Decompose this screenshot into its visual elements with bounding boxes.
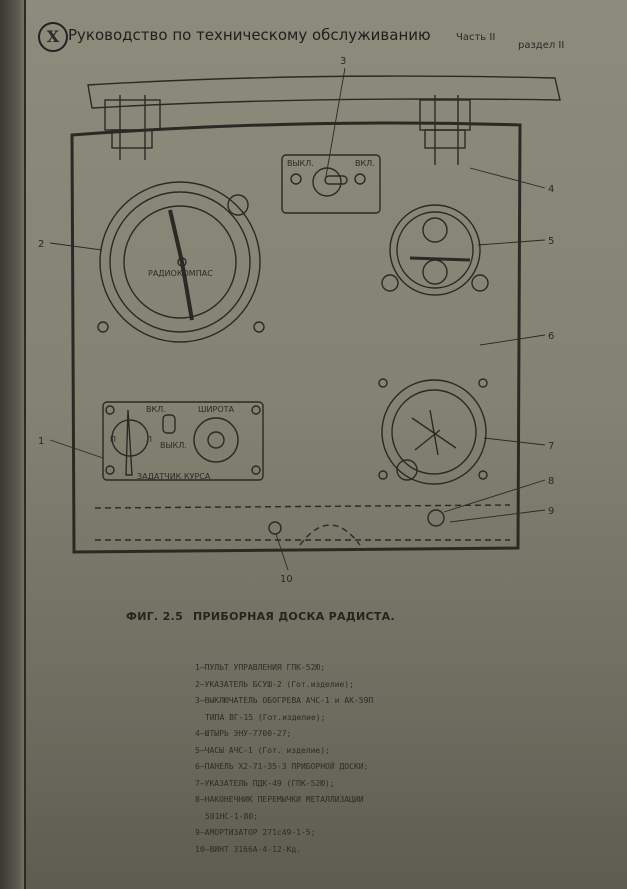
- shock-mount-top-right: [419, 95, 471, 165]
- panel-outline: [70, 121, 522, 554]
- callout-5: 5: [548, 236, 554, 247]
- binding-line: [24, 0, 26, 889]
- shock-mount-top-left: [104, 95, 161, 160]
- setter-left-mark: П: [110, 435, 116, 444]
- legend-item: 5–ЧАСЫ АЧС-1 (Гот. изделие);: [195, 745, 330, 755]
- callout-4: 4: [548, 184, 554, 195]
- section-label: раздел II: [518, 40, 565, 51]
- figure-title: ПРИБОРНАЯ ДОСКА РАДИСТА.: [193, 610, 395, 623]
- setter-off-label: ВЫКЛ.: [160, 441, 187, 450]
- page-header: X Руководство по техническому обслуживан…: [38, 20, 607, 60]
- legend-item: 6–ПАНЕЛЬ Х2-71-35-3 ПРИБОРНОЙ ДОСКИ;: [195, 762, 369, 771]
- callout-8: 8: [548, 476, 554, 487]
- legend-item: 10–ВИНТ 3166А-4-12-Кд.: [195, 844, 301, 854]
- bonding-lug-8: [427, 509, 445, 527]
- latitude-label: ШИРОТА: [198, 405, 235, 414]
- top-rail: [87, 75, 561, 109]
- radiocompass-label: РАДИОКОМПАС: [148, 269, 213, 278]
- radiocompass-indicator: РАДИОКОМПАС: [97, 181, 265, 343]
- setter-right-mark: Л: [146, 435, 152, 444]
- legend-item: 3–ВЫКЛЮЧАТЕЛЬ ОБОГРЕВА АЧС-1 и АК-59П: [195, 696, 374, 705]
- screw-10: [268, 521, 282, 535]
- legend-item: 9–АМОРТИЗАТОР 271с49-1-5;: [195, 828, 316, 837]
- legend-item: 4–ШТЫРЬ ЭНУ-7700-27;: [195, 729, 292, 738]
- pdk49-indicator: [378, 378, 488, 485]
- legend-item: 8–НАКОНЕЧНИК ПЕРЕМЫЧКИ МЕТАЛЛИЗАЦИИ: [195, 795, 364, 804]
- callout-9: 9: [548, 506, 554, 517]
- logo: X: [38, 22, 68, 52]
- callout-3: 3: [340, 56, 346, 67]
- callout-2: 2: [38, 239, 44, 250]
- legend-item: ТИПА ВГ-15 (Гот.изделие);: [205, 712, 326, 722]
- course-setter-title: ЗАДАТЧИК КУРСА: [137, 472, 211, 481]
- switch-off-label: ВЫКЛ.: [287, 159, 314, 168]
- callout-6: 6: [548, 331, 554, 342]
- legend-item: 2–УКАЗАТЕЛЬ БСУШ-2 (Гот.изделие);: [195, 679, 354, 689]
- page-edge-shadow: [0, 0, 26, 889]
- document-title: Руководство по техническому обслуживанию: [68, 26, 431, 44]
- figure-number: ФИГ. 2.5: [126, 610, 184, 623]
- instrument-panel-diagram: ВЫКЛ. ВКЛ. РАДИОКОМПАС ВКЛ. ВЫКЛ. ШИРОТА: [38, 56, 561, 585]
- legend-item: 7–УКАЗАТЕЛЬ ПДК-49 (ГПК-52Ю);: [195, 778, 335, 788]
- legend-item: 501НС-1-80;: [205, 811, 258, 821]
- callout-10: 10: [280, 574, 293, 585]
- callout-1: 1: [38, 436, 44, 447]
- legend-item: 1–ПУЛЬТ УПРАВЛЕНИЯ ГПК-52Ю;: [195, 663, 326, 672]
- switch-on-label: ВКЛ.: [355, 159, 375, 168]
- part-label: Часть II: [456, 32, 496, 43]
- figure-caption: ФИГ. 2.5 ПРИБОРНАЯ ДОСКА РАДИСТА.: [126, 610, 405, 623]
- clock-achs1: [381, 204, 489, 296]
- heater-switch-panel: ВЫКЛ. ВКЛ.: [281, 154, 381, 214]
- figure-legend: 1–ПУЛЬТ УПРАВЛЕНИЯ ГПК-52Ю; 2–УКАЗАТЕЛЬ …: [195, 660, 373, 858]
- callout-7: 7: [548, 441, 554, 452]
- bottom-mounts: [94, 504, 511, 546]
- setter-on-label: ВКЛ.: [146, 405, 166, 414]
- course-setter-panel: ВКЛ. ВЫКЛ. ШИРОТА ЗАДАТЧИК КУРСА П Л: [102, 401, 264, 481]
